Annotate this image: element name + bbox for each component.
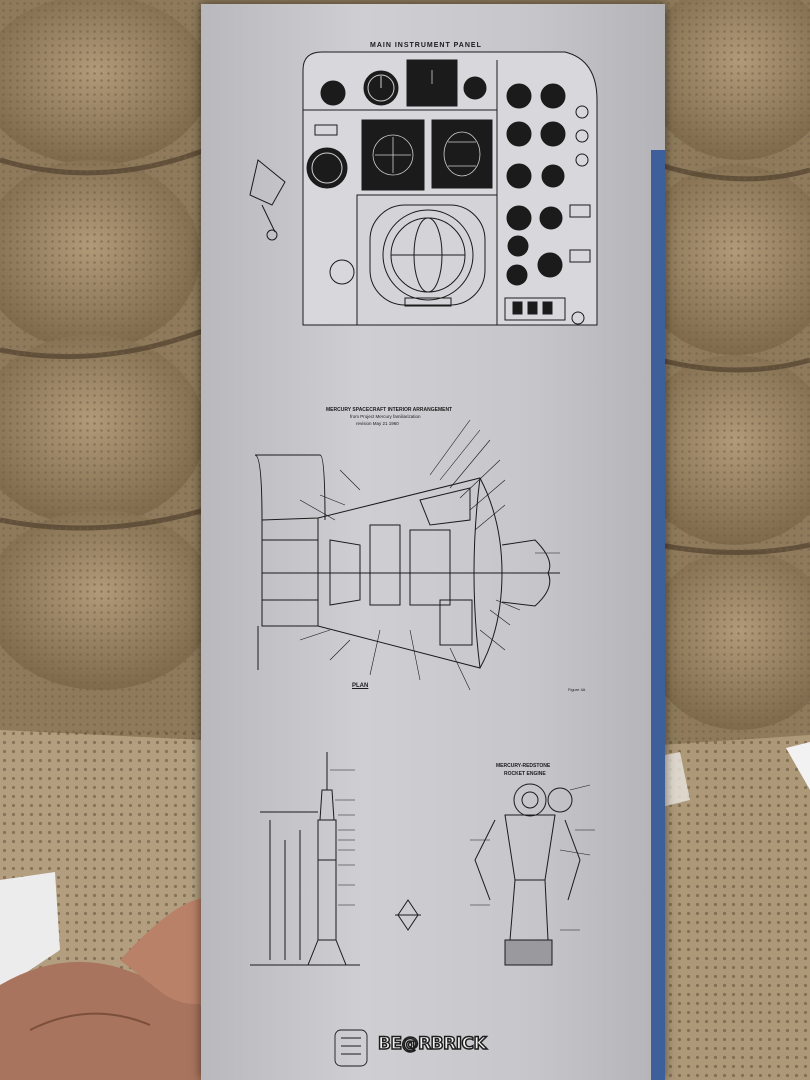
spacecraft-interior-drawing bbox=[254, 419, 560, 691]
rocket-drawing bbox=[250, 752, 421, 966]
instrument-panel-drawing bbox=[249, 51, 598, 326]
figure-label: Figure 4A bbox=[568, 687, 586, 692]
bearbrick-logo-text: BE@RBRICK bbox=[377, 1033, 487, 1055]
panel-title: MAIN INSTRUMENT PANEL bbox=[370, 42, 482, 49]
engine-drawing bbox=[470, 783, 595, 966]
diagram-subtitle-2: revision May 21 1960 bbox=[356, 421, 399, 426]
engine-title-1: MERCURY-REDSTONE bbox=[496, 763, 551, 769]
diagram-subtitle-1: from Project Mercury familiarization bbox=[350, 414, 421, 419]
diagram-title: MERCURY SPACECRAFT INTERIOR ARRANGEMENT bbox=[326, 407, 453, 413]
couch-cushions bbox=[0, 0, 810, 760]
box-blue-edge bbox=[651, 150, 665, 1080]
engine-title-2: ROCKET ENGINE bbox=[504, 771, 546, 777]
hand bbox=[0, 898, 214, 1080]
medicom-logo bbox=[334, 1029, 368, 1067]
plan-label: PLAN bbox=[352, 683, 369, 689]
